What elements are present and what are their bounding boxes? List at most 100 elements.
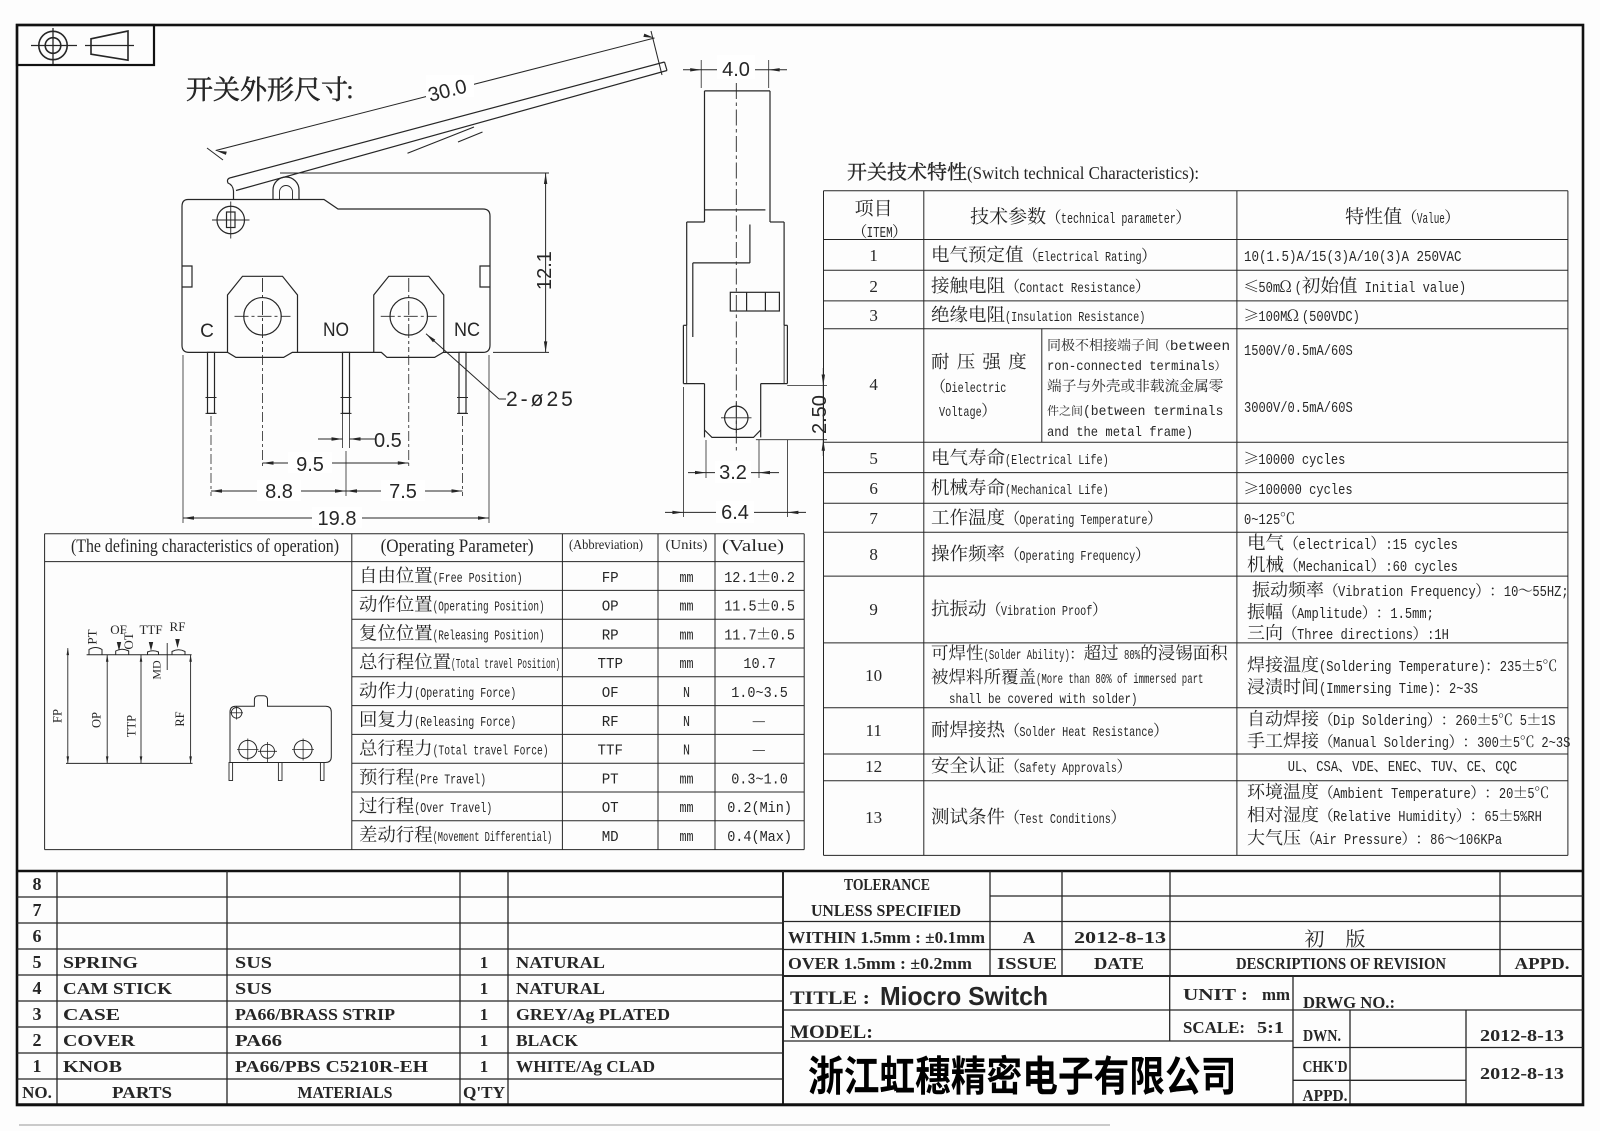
svg-text:GREY/Ag PLATED: GREY/Ag PLATED bbox=[516, 1005, 670, 1024]
svg-text:4: 4 bbox=[33, 978, 42, 998]
svg-text:Dip Soldering: Dip Soldering bbox=[1333, 713, 1427, 730]
svg-text:NO.: NO. bbox=[22, 1083, 52, 1102]
svg-text:0.5: 0.5 bbox=[771, 599, 795, 616]
svg-text:5: 5 bbox=[1491, 713, 1498, 730]
svg-text:2~3S: 2~3S bbox=[1449, 681, 1478, 698]
svg-text:ron-connected terminals: ron-connected terminals bbox=[1047, 359, 1215, 375]
svg-text:2-ø25: 2-ø25 bbox=[506, 388, 576, 411]
svg-text:9.5: 9.5 bbox=[296, 454, 324, 476]
svg-text:OF: OF bbox=[110, 622, 127, 637]
svg-text:11.5: 11.5 bbox=[724, 599, 756, 616]
svg-text:CAM STICK: CAM STICK bbox=[63, 979, 173, 998]
svg-text:Electrical Rating: Electrical Rating bbox=[1038, 250, 1142, 266]
svg-text:Amplitude: Amplitude bbox=[1297, 606, 1362, 623]
svg-text:2.50: 2.50 bbox=[809, 395, 831, 434]
svg-text:2: 2 bbox=[33, 1030, 42, 1050]
svg-text:N: N bbox=[683, 714, 690, 731]
svg-text:100M: 100M bbox=[1258, 309, 1287, 326]
svg-text:2: 2 bbox=[869, 277, 878, 296]
svg-text:260: 260 bbox=[1455, 713, 1477, 730]
svg-text:FP: FP bbox=[50, 709, 64, 723]
svg-text:(Units): (Units) bbox=[666, 538, 708, 553]
svg-text:11.7: 11.7 bbox=[724, 627, 756, 644]
svg-text:ISSUE: ISSUE bbox=[997, 954, 1057, 973]
svg-text:(between terminals: (between terminals bbox=[1083, 404, 1223, 420]
svg-text:(Movement Differential): (Movement Differential) bbox=[433, 830, 553, 846]
svg-text:ENEC: ENEC bbox=[1388, 759, 1417, 776]
svg-text:0.3~1.0: 0.3~1.0 bbox=[731, 771, 788, 788]
svg-text:DRWG NO.:: DRWG NO.: bbox=[1303, 993, 1395, 1012]
svg-text:UNLESS SPECIFIED: UNLESS SPECIFIED bbox=[811, 901, 961, 920]
svg-text:(Solder Ability): (Solder Ability) bbox=[984, 648, 1070, 664]
svg-text:Dielectric: Dielectric bbox=[945, 381, 1006, 397]
svg-text:8: 8 bbox=[33, 874, 42, 894]
svg-text:UNIT :: UNIT : bbox=[1183, 985, 1248, 1004]
svg-text:mm: mm bbox=[680, 656, 694, 673]
svg-text:DESCRIPTIONS OF REVISION: DESCRIPTIONS OF REVISION bbox=[1236, 954, 1446, 973]
svg-text:(Pre Travel): (Pre Travel) bbox=[414, 772, 486, 788]
svg-text:TTF: TTF bbox=[598, 743, 624, 760]
svg-text:(Value): (Value) bbox=[722, 536, 784, 555]
svg-text:CASE: CASE bbox=[63, 1005, 120, 1024]
svg-text:5: 5 bbox=[1527, 786, 1534, 803]
svg-text:PA66: PA66 bbox=[235, 1031, 282, 1050]
svg-text:1: 1 bbox=[33, 1056, 42, 1076]
svg-text:5: 5 bbox=[1513, 735, 1520, 752]
svg-text:RF: RF bbox=[170, 619, 186, 634]
svg-text:A: A bbox=[1023, 928, 1036, 947]
svg-text:1.5mm;: 1.5mm; bbox=[1390, 606, 1434, 623]
svg-text:3: 3 bbox=[33, 1004, 42, 1024]
svg-text:12.1: 12.1 bbox=[534, 251, 556, 290]
svg-text:mm: mm bbox=[680, 829, 694, 846]
svg-text:technical parameter: technical parameter bbox=[1061, 211, 1176, 228]
svg-text:ITEM: ITEM bbox=[867, 225, 893, 242]
svg-text:(Releasing Position): (Releasing Position) bbox=[433, 628, 545, 644]
svg-text:12.1: 12.1 bbox=[724, 570, 756, 587]
svg-text:Manual Soldering: Manual Soldering bbox=[1333, 735, 1449, 752]
svg-text:TUV: TUV bbox=[1431, 759, 1453, 776]
svg-text:235: 235 bbox=[1500, 659, 1522, 676]
svg-text:MD: MD bbox=[602, 829, 619, 846]
svg-text:2012-8-13: 2012-8-13 bbox=[1074, 928, 1166, 947]
svg-text:APPD.: APPD. bbox=[1515, 954, 1570, 973]
svg-text:0~125: 0~125 bbox=[1244, 512, 1280, 529]
svg-text:(Over Travel): (Over Travel) bbox=[414, 801, 492, 817]
svg-text:(Operating Parameter): (Operating Parameter) bbox=[381, 537, 534, 557]
svg-text:(Operating Position): (Operating Position) bbox=[433, 600, 545, 616]
svg-text:TTP: TTP bbox=[124, 715, 138, 737]
svg-text:2~3S: 2~3S bbox=[1541, 735, 1570, 752]
svg-text:5:1: 5:1 bbox=[1257, 1018, 1284, 1037]
svg-text:and the metal frame): and the metal frame) bbox=[1047, 425, 1193, 441]
svg-text:KNOB: KNOB bbox=[63, 1057, 122, 1076]
svg-text:SPRING: SPRING bbox=[63, 953, 138, 972]
svg-text:(Operating Force): (Operating Force) bbox=[414, 686, 516, 702]
svg-text:VDE: VDE bbox=[1352, 759, 1374, 776]
svg-text:PT: PT bbox=[85, 629, 100, 644]
svg-text:DWN.: DWN. bbox=[1303, 1026, 1341, 1045]
svg-text:1500V/0.5mA/60S: 1500V/0.5mA/60S bbox=[1244, 343, 1353, 360]
svg-text:OP: OP bbox=[90, 712, 104, 728]
svg-text:NATURAL: NATURAL bbox=[516, 979, 605, 998]
svg-text:shall be covered with solder): shall be covered with solder) bbox=[949, 692, 1138, 708]
svg-text:OVER 1.5mm : ±0.2mm: OVER 1.5mm : ±0.2mm bbox=[788, 954, 972, 973]
svg-text:DATE: DATE bbox=[1094, 954, 1144, 973]
svg-text:C: C bbox=[200, 321, 214, 342]
svg-text:(Total travel Force): (Total travel Force) bbox=[433, 744, 549, 760]
svg-text:FP: FP bbox=[602, 570, 619, 587]
svg-text:0.5: 0.5 bbox=[771, 627, 795, 644]
svg-text:86: 86 bbox=[1430, 832, 1445, 849]
svg-text:19.8: 19.8 bbox=[318, 508, 357, 530]
svg-text:MD: MD bbox=[150, 660, 164, 680]
svg-text:55HZ;: 55HZ; bbox=[1532, 584, 1568, 601]
svg-text:5%RH: 5%RH bbox=[1513, 809, 1542, 826]
svg-text:mm: mm bbox=[680, 627, 694, 644]
svg-text:Vibration Frequency: Vibration Frequency bbox=[1338, 584, 1476, 601]
svg-text:OT: OT bbox=[121, 632, 136, 649]
svg-text:20: 20 bbox=[1499, 786, 1514, 803]
svg-text:0.2(Min): 0.2(Min) bbox=[727, 800, 792, 817]
svg-text:0.5: 0.5 bbox=[374, 430, 402, 452]
svg-text:RP: RP bbox=[602, 627, 619, 644]
svg-text:NO: NO bbox=[323, 320, 349, 341]
svg-text:11: 11 bbox=[865, 721, 881, 740]
svg-text:3: 3 bbox=[869, 306, 878, 325]
